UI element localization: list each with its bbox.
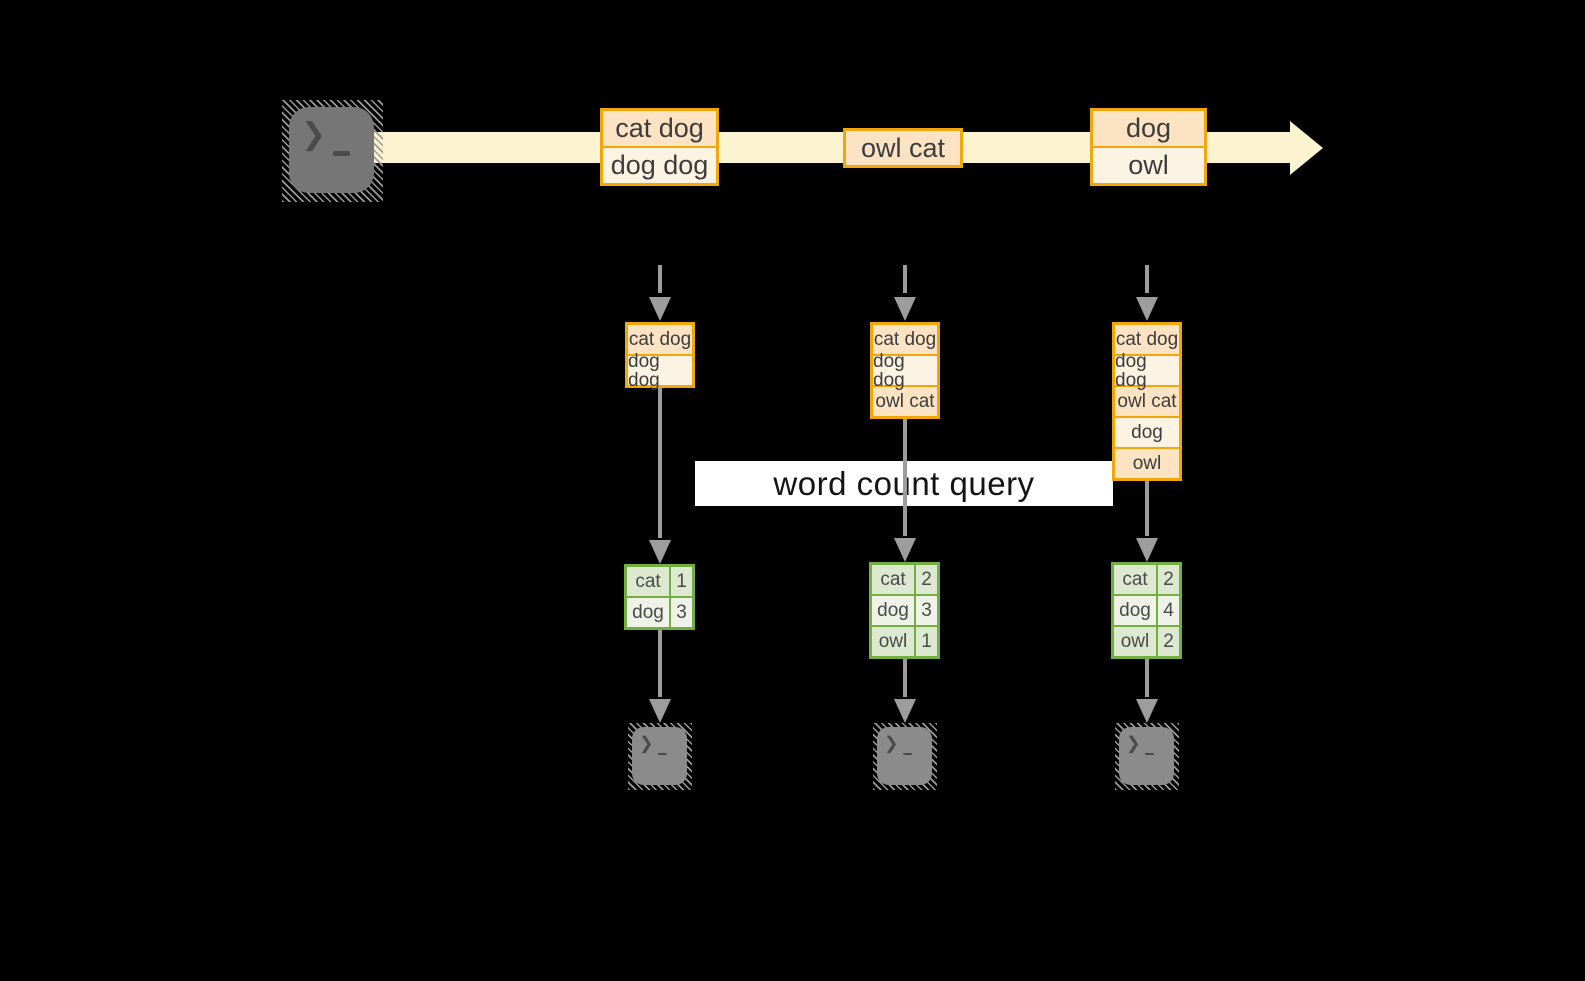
word-cell: owl	[872, 627, 914, 656]
terminal-window: ❯	[1119, 727, 1174, 785]
record-cell: owl cat	[1115, 387, 1179, 416]
terminal-cursor-icon	[902, 752, 913, 756]
word-cell: cat	[872, 565, 914, 594]
record-cell: dog dog	[1115, 352, 1179, 390]
terminal-cursor-icon	[333, 151, 350, 156]
query-arrow-line	[903, 419, 907, 536]
terminal-prompt-icon: ❯	[301, 118, 327, 151]
ingest-arrow-line	[658, 265, 662, 293]
terminal-prompt-icon: ❯	[884, 732, 899, 753]
record-cell: dog	[1115, 418, 1179, 447]
terminal-window: ❯	[632, 727, 687, 785]
count-cell: 1	[671, 567, 692, 596]
output-arrow-line	[658, 630, 662, 697]
record-cell: dog dog	[873, 352, 937, 390]
count-cell: 3	[671, 598, 692, 627]
ingest-arrow-head-icon	[1136, 297, 1158, 321]
word-cell: cat	[627, 567, 669, 596]
source-terminal-icon: ❯	[282, 100, 383, 202]
record-cell: owl	[1093, 148, 1204, 183]
ingest-arrow-head-icon	[894, 297, 916, 321]
output-arrow-head-icon	[1136, 699, 1158, 723]
terminal-window: ❯	[289, 107, 374, 193]
word-cell: dog	[627, 598, 669, 627]
output-arrow-line	[903, 659, 907, 697]
ingest-arrow-head-icon	[649, 297, 671, 321]
count-cell: 2	[1158, 565, 1179, 594]
ingest-arrow-line	[903, 265, 907, 293]
terminal-prompt-icon: ❯	[1126, 732, 1141, 753]
query-arrow-head-icon	[894, 538, 916, 562]
query-arrow-head-icon	[649, 540, 671, 564]
record-cell: owl cat	[846, 131, 960, 165]
terminal-cursor-icon	[657, 752, 668, 756]
record-cell: cat dog	[628, 325, 692, 354]
output-arrow-head-icon	[894, 699, 916, 723]
record-cell: dog	[1093, 111, 1204, 146]
count-cell: 2	[1158, 627, 1179, 656]
output-arrow-head-icon	[649, 699, 671, 723]
count-cell: 3	[916, 596, 937, 625]
ingest-arrow-line	[1145, 265, 1149, 293]
terminal-window: ❯	[877, 727, 932, 785]
word-cell: dog	[1114, 596, 1156, 625]
record-cell: dog dog	[603, 148, 716, 183]
output-terminal-icon: ❯	[873, 723, 937, 790]
stream-record-box: owl cat	[843, 128, 963, 168]
terminal-cursor-icon	[1144, 752, 1155, 756]
record-cell: dog dog	[628, 352, 692, 390]
query-arrow-head-icon	[1136, 538, 1158, 562]
record-cell: owl cat	[873, 387, 937, 416]
count-cell: 1	[916, 627, 937, 656]
terminal-prompt-icon: ❯	[639, 732, 654, 753]
record-cell: cat dog	[1115, 325, 1179, 354]
output-arrow-line	[1145, 659, 1149, 697]
word-cell: owl	[1114, 627, 1156, 656]
output-terminal-icon: ❯	[1115, 723, 1179, 790]
stream-arrowhead-icon	[1290, 121, 1323, 175]
output-terminal-icon: ❯	[628, 723, 692, 790]
count-cell: 4	[1158, 596, 1179, 625]
record-cell: cat dog	[873, 325, 937, 354]
record-cell: owl	[1115, 449, 1179, 478]
count-cell: 2	[916, 565, 937, 594]
word-cell: dog	[872, 596, 914, 625]
record-cell: cat dog	[603, 111, 716, 146]
query-arrow-line	[1145, 481, 1149, 536]
query-arrow-line	[658, 388, 662, 538]
word-cell: cat	[1114, 565, 1156, 594]
